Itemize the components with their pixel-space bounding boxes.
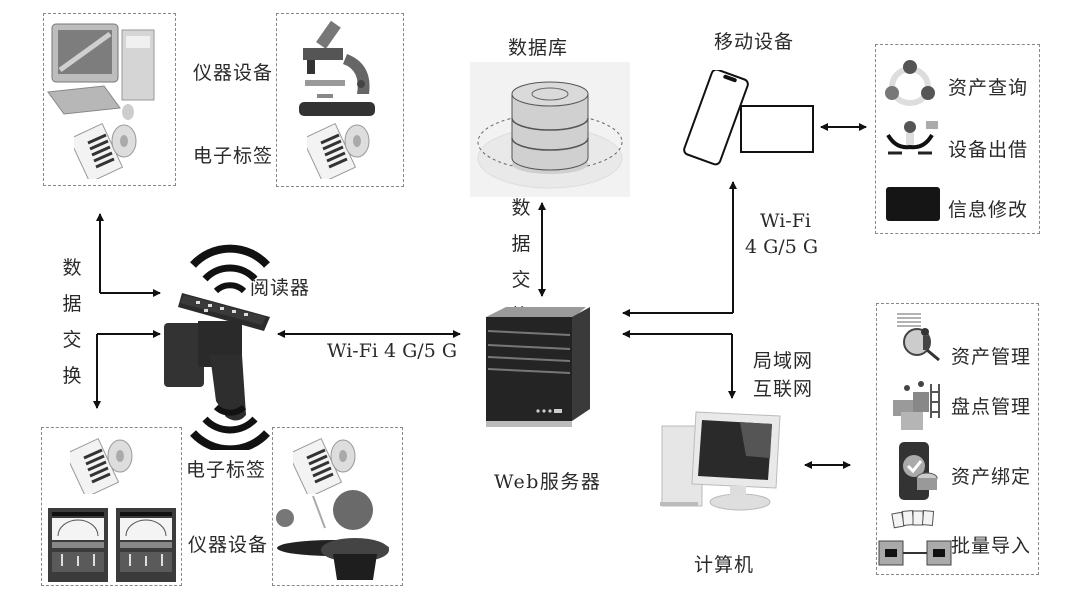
tablet-icon xyxy=(740,105,814,153)
reader-server-link-label: Wi-Fi 4 G/5 G xyxy=(327,340,458,362)
orrery-icon xyxy=(276,490,389,580)
module-inventory-management: 盘点管理 xyxy=(951,396,1032,418)
computer-label: 计算机 xyxy=(694,554,755,576)
signal-waves-bottom-icon xyxy=(190,404,270,450)
meters-icon xyxy=(48,508,176,582)
database-label: 数据库 xyxy=(508,37,569,59)
import-icon xyxy=(878,510,952,566)
top-left-device-box xyxy=(43,13,176,186)
module-asset-query: 资产查询 xyxy=(948,77,1029,99)
server-computer-connector xyxy=(622,330,736,399)
bottom-left-device-box xyxy=(41,427,182,586)
rfid-tag-roll-icon xyxy=(293,437,356,494)
module-batch-import: 批量导入 xyxy=(951,535,1032,557)
rfid-tag-roll-icon xyxy=(74,122,137,179)
module-asset-binding: 资产绑定 xyxy=(951,466,1032,488)
bind-icon xyxy=(899,442,938,500)
inventory-icon xyxy=(893,381,940,430)
mobile-devices-icon xyxy=(683,70,814,166)
rfid-reader-icon xyxy=(164,244,270,450)
char: 数 xyxy=(62,257,82,279)
reader-label: 阅读器 xyxy=(250,277,311,299)
web-server-label: Web服务器 xyxy=(494,471,602,493)
reader-exchange-label: 数 据 交 换 xyxy=(61,250,83,394)
mobile-label: 移动设备 xyxy=(714,31,795,53)
computer-icon xyxy=(660,411,781,511)
instrument-label-top: 仪器设备 xyxy=(193,62,274,84)
edit-icon xyxy=(886,187,940,221)
top-right-device-box xyxy=(276,13,404,187)
mobile-link-label-2: 4 G/5 G xyxy=(745,236,819,258)
char: 交 xyxy=(62,329,82,351)
lend-icon xyxy=(886,121,938,155)
web-server-icon xyxy=(486,307,590,427)
instrument-label-bottom: 仪器设备 xyxy=(188,534,269,556)
char: 据 xyxy=(62,293,82,315)
server-mobile-connector xyxy=(622,181,737,317)
char: 换 xyxy=(62,365,82,387)
char: 据 xyxy=(511,233,531,255)
module-device-lending: 设备出借 xyxy=(948,139,1029,161)
char: 数 xyxy=(511,197,531,219)
rfid-tag-roll-icon xyxy=(307,122,370,179)
database-icon xyxy=(470,62,630,197)
desktop-computer-icon xyxy=(47,23,155,120)
module-info-edit: 信息修改 xyxy=(948,199,1029,221)
mobile-link-label-1: Wi-Fi xyxy=(760,210,811,232)
tag-label-top: 电子标签 xyxy=(193,145,274,167)
bottom-right-device-box xyxy=(272,427,403,586)
network-label-1: 局域网 xyxy=(753,350,814,372)
asset-manage-icon xyxy=(897,313,940,362)
reader-down-connector xyxy=(93,330,161,409)
smartphone-icon xyxy=(683,70,749,166)
query-icon xyxy=(885,60,935,106)
mobile-modules-box: 资产查询 设备出借 信息修改 xyxy=(875,44,1040,234)
signal-waves-top-icon xyxy=(190,244,270,294)
reader-up-connector xyxy=(96,213,161,297)
char: 交 xyxy=(511,269,531,291)
computer-modules-box: 资产管理 盘点管理 资产绑定 批量导入 xyxy=(876,303,1039,575)
microscope-icon xyxy=(299,20,375,116)
network-label-2: 互联网 xyxy=(753,378,814,400)
tag-label-bottom: 电子标签 xyxy=(186,459,267,481)
module-asset-management: 资产管理 xyxy=(951,346,1032,368)
rfid-tag-roll-icon xyxy=(70,437,133,494)
